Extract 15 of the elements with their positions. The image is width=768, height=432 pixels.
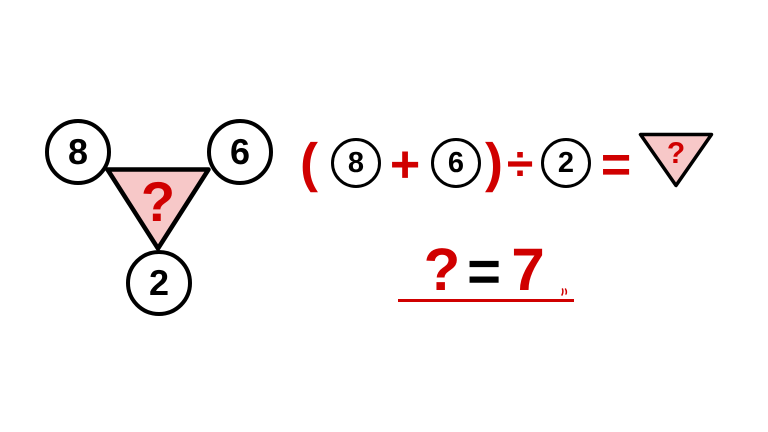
question-triangle: ? xyxy=(636,130,716,190)
number-circle: 8 xyxy=(45,119,111,185)
open-parenthesis: ( xyxy=(300,136,318,190)
number-circle: 6 xyxy=(207,119,273,185)
number-circle: 2 xyxy=(126,250,192,316)
number-circle: 8 xyxy=(331,138,381,188)
number-circle: 2 xyxy=(541,138,591,188)
division-sign: ÷ xyxy=(506,141,534,189)
equals-sign: = xyxy=(467,243,501,301)
number-circle: 6 xyxy=(431,138,481,188)
question-mark: ? xyxy=(424,240,460,300)
close-parenthesis: ) xyxy=(485,136,503,190)
plus-sign: + xyxy=(390,139,420,191)
equals-sign: = xyxy=(600,139,632,191)
answer-number: 7 xyxy=(511,240,545,300)
